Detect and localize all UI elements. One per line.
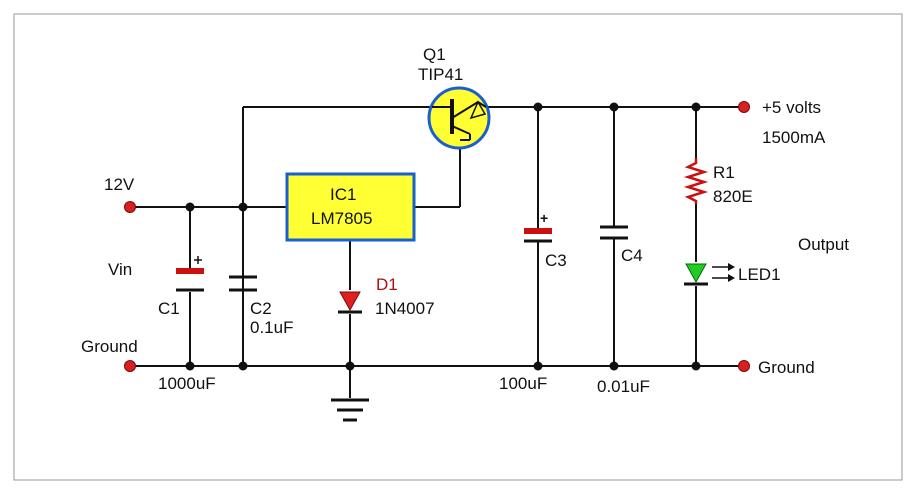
junction-dots [185, 102, 701, 371]
led1-symbol [684, 263, 735, 286]
output-voltage-label: +5 volts [762, 98, 821, 117]
c4-name-label: C4 [621, 246, 643, 265]
r1-value-label: 820E [713, 187, 753, 206]
output-label: Output [798, 235, 849, 254]
ground-terminal-left [124, 360, 136, 372]
q1-name-label: Q1 [423, 45, 446, 64]
c4-capacitor-symbol [600, 225, 628, 240]
c3-name-label: C3 [545, 251, 567, 270]
q1-part-label: TIP41 [418, 65, 463, 84]
ground-left-label: Ground [81, 337, 138, 356]
c2-name-label: C2 [250, 299, 272, 318]
ground-terminal-right [738, 360, 750, 372]
r1-resistor-symbol [683, 158, 709, 204]
q1-transistor-symbol [427, 86, 491, 150]
input-terminal [124, 201, 136, 213]
output-terminal [738, 101, 750, 113]
d1-part-label: 1N4007 [375, 299, 435, 318]
c4-value-label: 0.01uF [597, 377, 650, 396]
c3-plus-label: + [540, 210, 548, 226]
wires [130, 106, 742, 398]
ic1-regulator-box [285, 172, 416, 242]
d1-name-label: D1 [376, 275, 398, 294]
ground-symbol [331, 398, 369, 422]
c1-capacitor-symbol [176, 256, 204, 292]
input-voltage-label: 12V [104, 175, 135, 194]
terminals [124, 101, 750, 372]
c1-value-label: 1000uF [158, 374, 216, 393]
ic1-name-label: IC1 [330, 185, 356, 204]
c1-name-label: C1 [158, 299, 180, 318]
ic1-part-label: LM7805 [311, 209, 372, 228]
vin-label: Vin [108, 260, 132, 279]
output-current-label: 1500mA [762, 128, 826, 147]
ground-right-label: Ground [758, 358, 815, 377]
c3-value-label: 100uF [499, 374, 547, 393]
c3-capacitor-symbol [524, 228, 552, 243]
led1-name-label: LED1 [738, 265, 781, 284]
d1-diode-symbol [338, 291, 362, 314]
c2-value-label: 0.1uF [250, 318, 293, 337]
r1-name-label: R1 [713, 163, 735, 182]
c2-capacitor-symbol [229, 275, 257, 292]
